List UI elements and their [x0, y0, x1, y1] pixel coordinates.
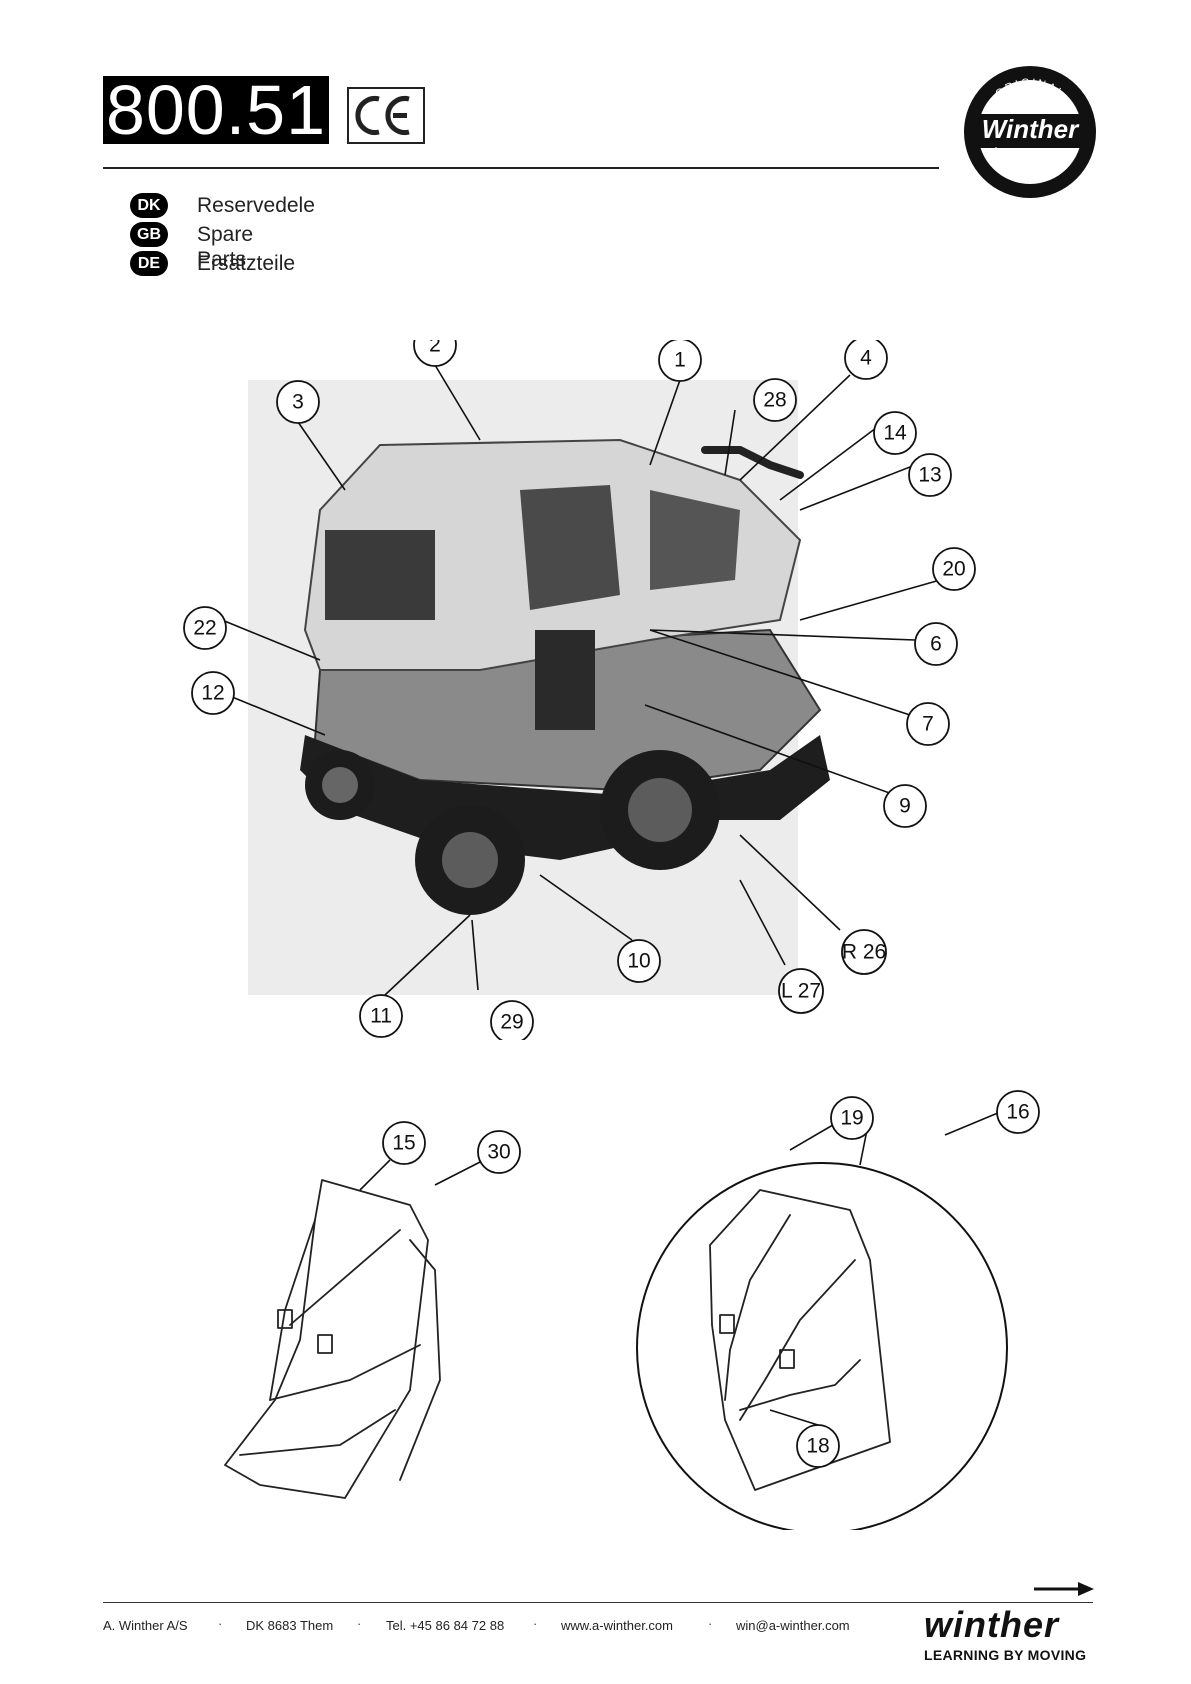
callout-r26: R 26 [841, 929, 887, 975]
svg-text:18: 18 [806, 1435, 829, 1458]
callout-7: 7 [906, 702, 950, 746]
push-handle [701, 446, 804, 479]
svg-text:28: 28 [763, 389, 786, 412]
canopy-window [520, 485, 620, 610]
callout-9: 9 [883, 784, 927, 828]
footer-separator: · [218, 1616, 223, 1631]
language-label: Ersatzteile [197, 252, 296, 275]
callout-l27: L 27 [778, 968, 824, 1014]
callout-3: 3 [276, 380, 320, 424]
svg-text:16: 16 [1006, 1101, 1029, 1124]
footer-brand-logo: winther [924, 1604, 1060, 1645]
language-badge: DK [130, 193, 168, 218]
callout-12: 12 [191, 671, 235, 715]
next-page-arrow-icon[interactable] [1034, 1580, 1096, 1598]
model-number: 800.51 [103, 75, 329, 145]
callout-14: 14 [873, 411, 917, 455]
footer-website-link[interactable]: www.a-winther.com [561, 1618, 673, 1633]
svg-text:22: 22 [193, 617, 216, 640]
footer-separator: · [357, 1616, 362, 1631]
entry-door [535, 630, 595, 730]
callout-18: 18 [796, 1424, 840, 1468]
canopy-window [650, 490, 740, 590]
harness-line-art [719, 1214, 861, 1421]
ce-mark-icon [347, 87, 425, 144]
callout-20: 20 [932, 547, 976, 591]
footer-tagline: LEARNING BY MOVING [924, 1647, 1087, 1663]
callout-1: 1 [658, 340, 702, 382]
svg-text:1: 1 [674, 349, 686, 372]
callout-2: 2 [413, 340, 457, 367]
canopy-window [325, 530, 435, 620]
svg-text:7: 7 [922, 713, 934, 736]
wheel-rear-left [305, 750, 375, 820]
svg-text:14: 14 [883, 422, 907, 445]
stroller-figure: 1 2 3 4 6 7 9 10 11 12 13 14 20 22 28 29… [183, 340, 976, 1040]
svg-text:10: 10 [627, 950, 650, 973]
callout-11: 11 [359, 994, 403, 1038]
language-badge: DE [130, 251, 168, 276]
callout-10: 10 [617, 939, 661, 983]
callout-4: 4 [844, 340, 888, 380]
footer-address: DK 8683 Them [246, 1618, 334, 1633]
svg-text:6: 6 [930, 633, 942, 656]
detail-circle [636, 1162, 1008, 1530]
wheel-front-left [415, 805, 525, 915]
callout-19: 19 [830, 1096, 874, 1140]
language-label: Reservedele [197, 194, 315, 217]
svg-text:L 27: L 27 [781, 980, 821, 1003]
svg-text:R 26: R 26 [842, 941, 886, 964]
footer-divider [103, 1602, 1093, 1603]
callout-leaders [219, 364, 941, 996]
callout-22: 22 [183, 606, 227, 650]
callout-6: 6 [914, 622, 958, 666]
callout-29: 29 [490, 1000, 534, 1040]
svg-text:13: 13 [918, 464, 941, 487]
winther-original-logo: ORIGINAL Winther DANISH DESIGN [962, 64, 1098, 200]
detail-outline [709, 1189, 891, 1491]
seat-figure: 15 30 [224, 1121, 521, 1499]
svg-text:29: 29 [500, 1011, 523, 1034]
callout-13: 13 [908, 453, 952, 497]
svg-text:9: 9 [899, 795, 911, 818]
svg-text:11: 11 [370, 1005, 392, 1028]
callout-15: 15 [382, 1121, 426, 1165]
footer-separator: · [708, 1616, 713, 1631]
callout-16: 16 [996, 1090, 1040, 1134]
header-divider [103, 167, 939, 169]
svg-text:2: 2 [429, 340, 441, 357]
seat-line-art [224, 1179, 441, 1499]
svg-text:12: 12 [201, 682, 224, 705]
wheel-rear-right [600, 750, 720, 870]
logo-brand-text: Winther [982, 114, 1080, 144]
detail-figure: 16 19 18 [636, 1090, 1040, 1530]
svg-text:4: 4 [860, 347, 872, 370]
footer-company: A. Winther A/S [103, 1618, 188, 1633]
callout-28: 28 [753, 378, 797, 422]
svg-text:19: 19 [840, 1107, 863, 1130]
svg-text:3: 3 [292, 391, 304, 414]
callout-30: 30 [477, 1130, 521, 1174]
svg-text:15: 15 [392, 1132, 415, 1155]
footer-separator: · [533, 1616, 538, 1631]
svg-text:30: 30 [487, 1141, 510, 1164]
svg-text:20: 20 [942, 558, 965, 581]
footer-email-link[interactable]: win@a-winther.com [736, 1618, 850, 1633]
language-label: Spare Parts [197, 223, 254, 271]
language-badge: GB [130, 222, 168, 247]
footer-phone[interactable]: Tel. +45 86 84 72 88 [386, 1618, 505, 1633]
